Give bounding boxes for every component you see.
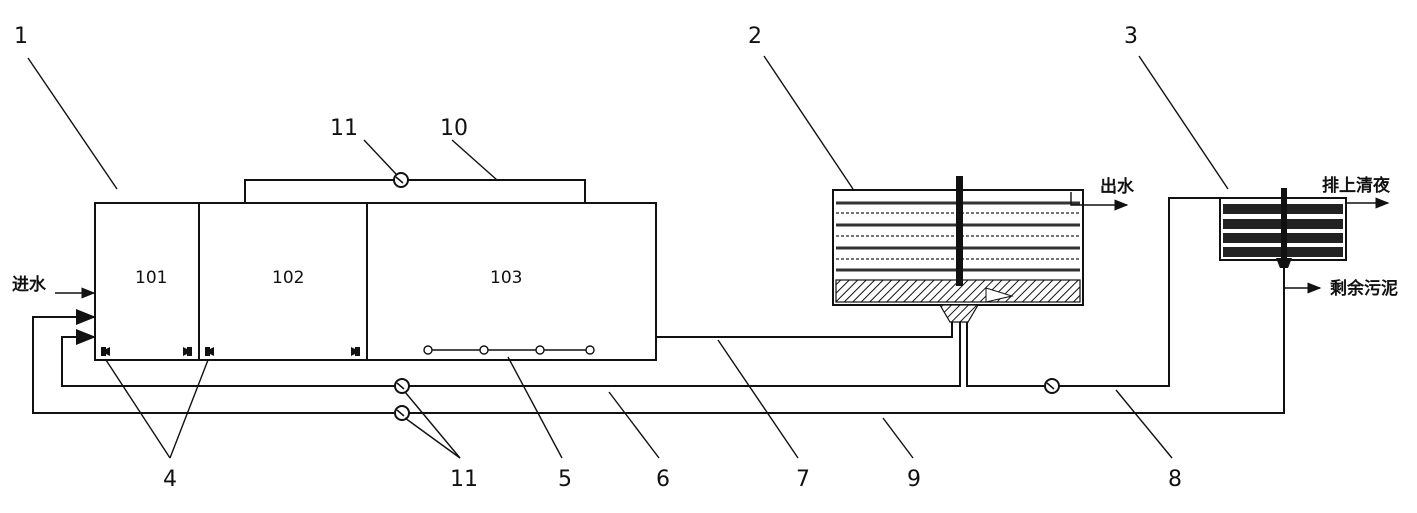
outlet: 出水 [1070,176,1135,211]
pipe-8 [966,197,1222,394]
callout-11-bottom: 11 [450,467,478,492]
inlet: 进水 [12,274,96,299]
excess-sludge-outlet: 剩余污泥 [1284,278,1398,299]
callout-10: 10 [440,116,468,141]
recycle-pipe-10 [244,172,586,203]
stirrer-icon [205,347,214,356]
callouts: 1 2 3 11 10 4 11 5 6 7 9 8 [14,24,1182,492]
callout-9: 9 [907,467,921,492]
pipe-9 [32,268,1285,421]
compartment-103 [366,202,657,361]
compartment-101 [94,202,200,361]
thickener-column [1281,188,1287,266]
callout-8: 8 [1168,467,1182,492]
callout-2: 2 [748,24,762,49]
compartment-102 [198,202,368,361]
callout-11-top: 11 [330,116,358,141]
callout-6: 6 [656,467,670,492]
thickener-3 [1219,188,1347,268]
stirrer-icon [183,347,192,356]
pump-icon [393,172,409,188]
aeration-diffuser [423,345,595,355]
outlet-label: 出水 [1100,176,1135,197]
callout-4: 4 [163,467,177,492]
callout-5: 5 [558,467,572,492]
label-103: 103 [490,268,522,288]
pipe-6 [61,322,961,394]
center-column [956,176,963,286]
supernatant-outlet: 排上清夜 [1322,175,1391,209]
clarifier-hopper [938,304,980,323]
stirrer-icon [351,347,360,356]
label-101: 101 [135,268,167,288]
pump-icon [1044,378,1060,394]
callout-1: 1 [14,24,28,49]
leader-lines [27,55,1229,459]
label-102: 102 [272,268,304,288]
reactor-1: 101 102 103 [94,202,657,361]
stirrer-icon [101,347,110,356]
callout-3: 3 [1124,24,1138,49]
supernatant-label: 排上清夜 [1322,175,1391,196]
excess-sludge-label: 剩余污泥 [1330,278,1398,299]
pump-icon [394,405,410,421]
inlet-label: 进水 [12,274,47,295]
pump-icon [394,378,410,394]
callout-7: 7 [796,467,810,492]
pipe-7 [656,322,953,338]
clarifier-2 [832,176,1084,323]
